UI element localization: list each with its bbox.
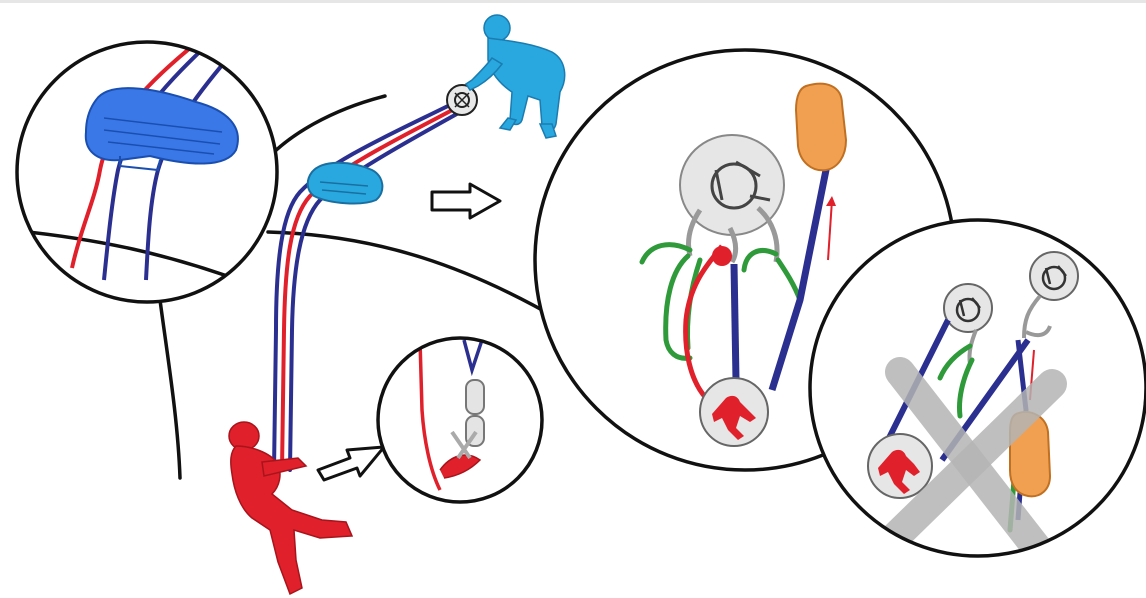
anchor-plate-icon bbox=[944, 284, 992, 332]
rescuer-figure bbox=[466, 15, 565, 138]
upper-ledge-line bbox=[268, 96, 385, 158]
rope-protector-icon bbox=[308, 163, 383, 204]
anchor-plate-icon bbox=[1030, 252, 1078, 300]
pulley-device-icon bbox=[796, 84, 846, 171]
attachment-detail-panel bbox=[378, 338, 542, 502]
blue-rope-a bbox=[734, 264, 736, 380]
edge-detail-panel bbox=[10, 40, 277, 302]
patient-mini-icon bbox=[868, 434, 932, 498]
patient-mini-icon bbox=[700, 378, 768, 446]
left-slope-line bbox=[160, 300, 180, 478]
incorrect-system-panel bbox=[810, 220, 1146, 556]
arrow-right-icon bbox=[432, 184, 500, 218]
arrow-to-attachment-icon bbox=[318, 447, 384, 480]
cliff-face-line bbox=[268, 232, 560, 320]
